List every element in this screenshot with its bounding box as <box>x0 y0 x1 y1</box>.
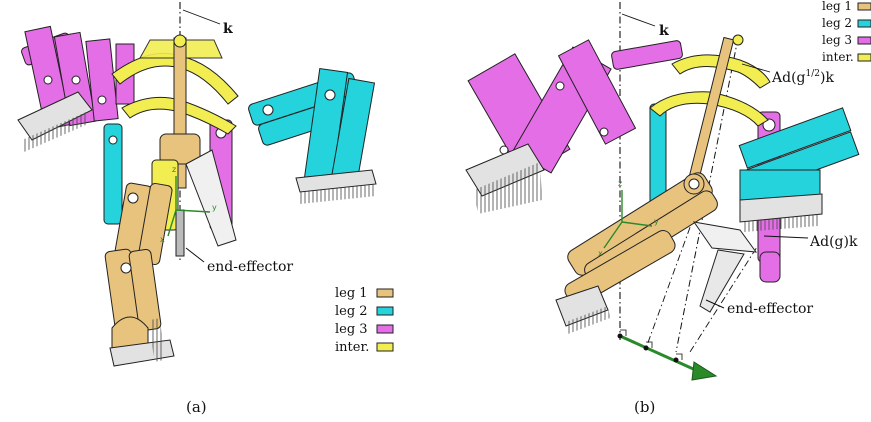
ad-half-text: Ad(g <box>771 70 806 86</box>
legend-a-inter: inter. <box>335 340 369 355</box>
ad-half-exp: 1/2 <box>806 69 820 79</box>
ad-half-leader <box>741 63 771 73</box>
end-effector-label-a: end-effector <box>207 259 293 275</box>
leg1-base-a <box>109 318 175 367</box>
legend-a-swatch-leg2 <box>376 306 394 316</box>
legend-a-swatch-leg3 <box>376 324 394 334</box>
axis-k-label: k <box>223 21 233 37</box>
panel-b: k <box>465 0 871 416</box>
frame-b-x: x <box>598 249 603 258</box>
end-effector-leader-a <box>185 247 205 263</box>
legend-b-leg3: leg 3 <box>822 33 852 47</box>
legend-b-leg2: leg 2 <box>822 16 852 30</box>
leg2-base-a <box>295 169 377 204</box>
caption-b: (b) <box>634 398 655 416</box>
frame-a-z: z <box>172 165 176 174</box>
frame-b: x y z <box>598 179 659 258</box>
ad-full-leader <box>763 235 809 239</box>
frame-a-x: x <box>160 235 165 244</box>
legend-a-swatch-leg1 <box>376 288 394 298</box>
caption-a: (a) <box>186 398 207 416</box>
ground-arrow <box>617 329 718 381</box>
frame-a-y: y <box>212 203 217 212</box>
leg1-arm-b <box>564 172 718 306</box>
end-effector-b <box>692 221 758 313</box>
axis-k-leader <box>182 9 221 25</box>
leg3-base-b <box>465 143 545 214</box>
projection-line-2 <box>689 235 765 353</box>
frame-b-z: z <box>618 179 622 188</box>
ad-full-label: Ad(g)k <box>809 234 858 250</box>
legend-a-leg2: leg 2 <box>335 304 368 319</box>
legend-b: leg 1 leg 2 leg 3 inter. <box>822 0 871 64</box>
legend-b-inter: inter. <box>822 50 854 64</box>
legend-a: leg 1 leg 2 leg 3 inter. <box>335 286 394 355</box>
legend-b-swatch-leg3 <box>857 36 871 45</box>
axis-k-label-b: k <box>659 23 669 39</box>
frame-a: x y z <box>160 165 217 244</box>
frame-b-y: y <box>654 217 659 226</box>
legend-b-swatch-leg2 <box>857 19 871 28</box>
legend-b-swatch-inter <box>857 53 871 62</box>
axis-k-leader-b <box>621 13 656 27</box>
legend-a-leg3: leg 3 <box>335 322 368 337</box>
end-effector-label-b: end-effector <box>727 301 813 317</box>
legend-b-leg1: leg 1 <box>822 0 852 13</box>
leg2-arm-a <box>103 68 376 225</box>
leg3-base-a <box>17 91 93 152</box>
panel-a: k <box>17 2 394 416</box>
ad-half-tail: )k <box>820 70 834 86</box>
leg2-base-b <box>739 193 823 232</box>
projection-line-1 <box>645 199 701 349</box>
leg1-arm-a <box>104 182 173 351</box>
ad-half-label: Ad(g1/2)k <box>771 69 834 86</box>
legend-a-leg1: leg 1 <box>335 286 368 301</box>
end-effector-leader-b <box>705 299 725 309</box>
leg1-base-b <box>555 285 610 334</box>
legend-b-swatch-leg1 <box>857 2 871 11</box>
legend-a-swatch-inter <box>376 342 394 352</box>
